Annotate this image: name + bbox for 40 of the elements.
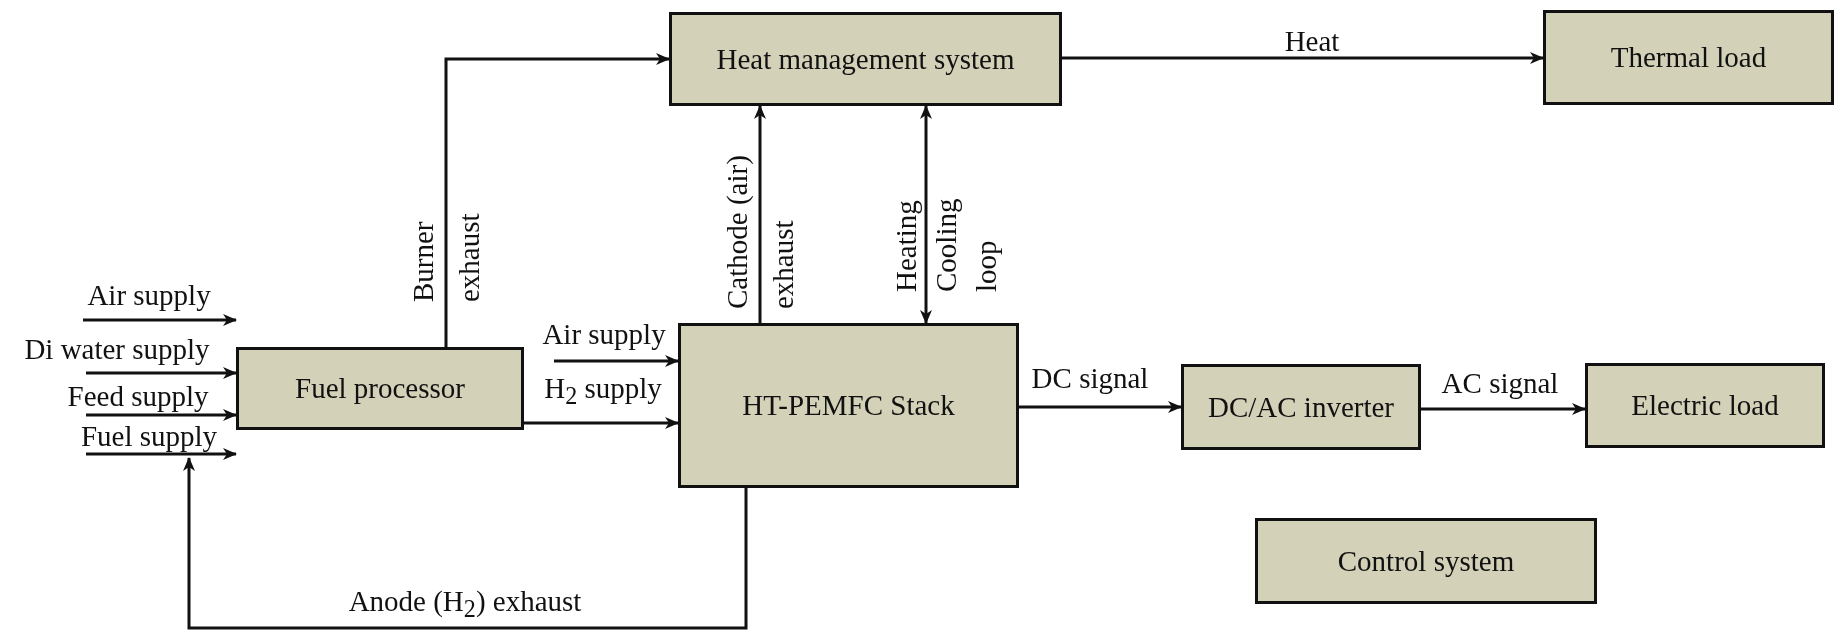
arrow [920,105,932,324]
process-box [236,347,524,430]
edge-label: H$_{2}$ supply [544,371,662,411]
edge-label: Burner exhaust [406,212,486,302]
edge-label: Di water supply [24,332,210,366]
process-box [669,12,1062,106]
box-label: Thermal load [1610,41,1767,74]
arrow [86,409,237,421]
box-label: Electric load [1631,389,1779,422]
arrow [1019,401,1182,413]
process-box [1255,518,1597,604]
box-label: Heat management system [716,42,1015,76]
edge-label: AC signal [1441,366,1559,400]
arrow [1062,52,1544,64]
arrow [444,53,670,347]
arrow [86,367,237,379]
arrow [554,355,679,367]
arrow [183,457,748,630]
box-label: Control system [1337,544,1515,578]
edge-label: Heat [1284,24,1340,58]
arrow [524,417,679,429]
arrow [86,448,237,460]
arrow [754,105,766,323]
process-box [1181,364,1421,450]
arrow [1421,403,1586,415]
process-box [678,323,1019,488]
process-box [1585,363,1825,448]
box-label: Fuel processor [295,372,465,405]
process-box [1543,10,1834,105]
edge-label: Anode (H$_{2}$) exhaust [348,584,582,624]
box-label: HT-PEMFC Stack [742,389,955,422]
edge-label: Heating Cooling loop [889,197,1003,292]
edge-label: Feed supply [67,379,209,413]
edge-label: Fuel supply [80,419,218,453]
edge-label: Air supply [542,317,666,351]
arrow [83,314,237,326]
edge-label: DC signal [1031,361,1149,395]
box-label: DC/AC inverter [1207,390,1395,424]
edge-label: Cathode (air) exhaust [720,154,800,309]
edge-label: Air supply [87,278,211,312]
